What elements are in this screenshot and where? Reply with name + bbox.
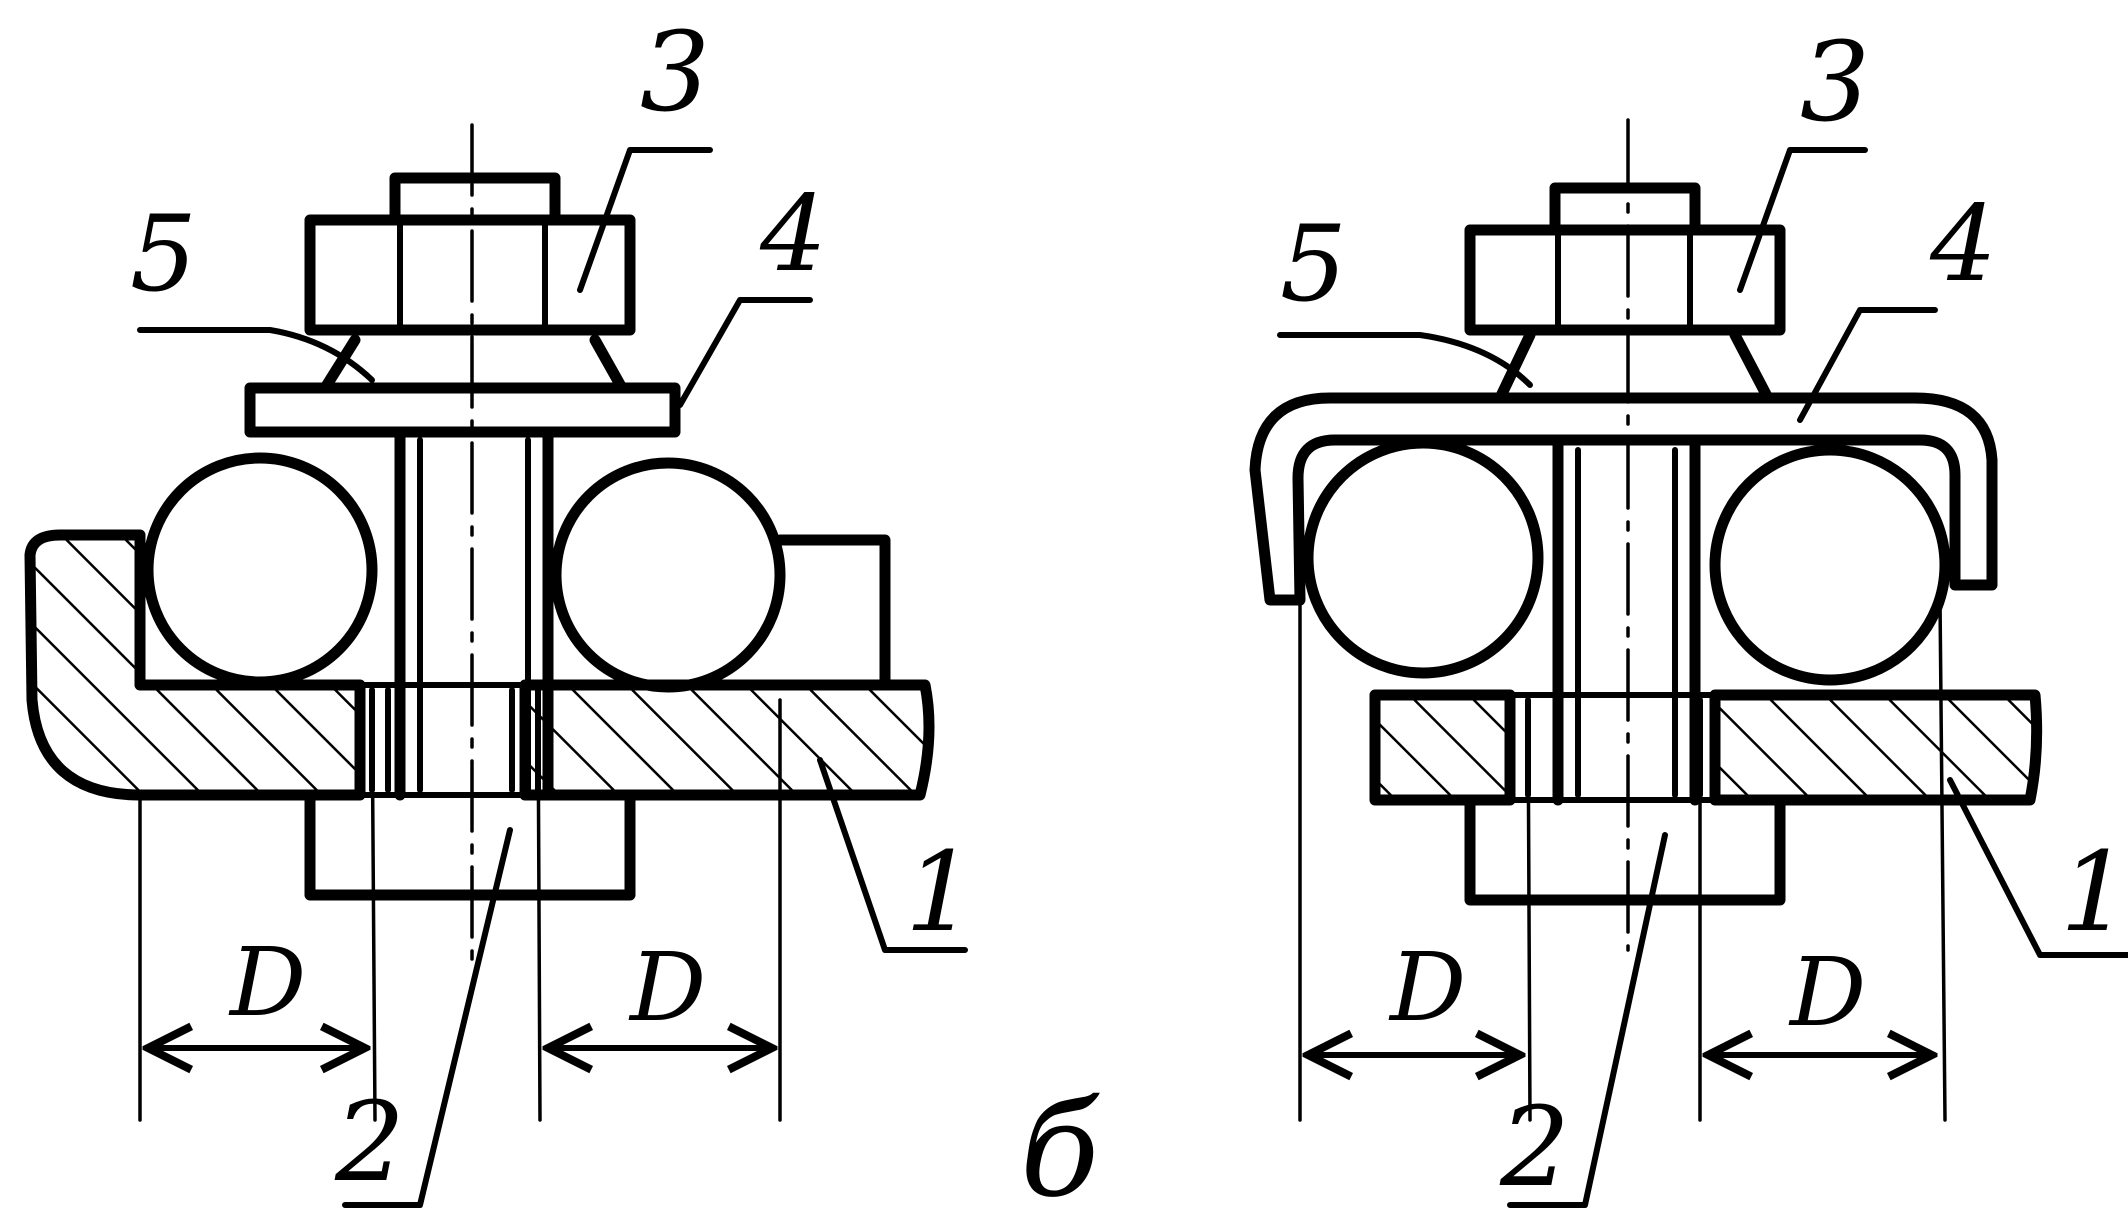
left-bolt-shank bbox=[394, 426, 554, 801]
left-nut bbox=[304, 172, 636, 336]
right-dim-label-2: D bbox=[1788, 938, 1866, 1048]
left-clamp-plate bbox=[244, 382, 681, 438]
left-round-1 bbox=[142, 452, 378, 688]
right-leader-5 bbox=[1277, 332, 1533, 388]
right-leader-4 bbox=[1797, 307, 1938, 423]
left-bolt-head bbox=[304, 789, 636, 901]
left-label-3: 3 bbox=[640, 8, 710, 136]
right-leader-3 bbox=[1737, 147, 1868, 293]
right-nut-faces bbox=[1555, 232, 1693, 328]
right-label-5: 5 bbox=[1280, 203, 1347, 325]
right-dim-label-1: D bbox=[1388, 933, 1466, 1043]
left-leader-4 bbox=[677, 297, 813, 408]
left-leader-3 bbox=[577, 147, 713, 293]
right-washer bbox=[1494, 329, 1774, 404]
right-round-1 bbox=[1302, 437, 1544, 679]
left-leader-1 bbox=[817, 757, 968, 953]
left-base-plate-right bbox=[519, 679, 935, 801]
left-label-4: 4 bbox=[759, 173, 827, 295]
right-bolt-shank bbox=[1552, 434, 1701, 806]
right-label-4: 4 bbox=[1929, 183, 1997, 305]
right-nut bbox=[1464, 182, 1786, 336]
right-bolt-shank-lines bbox=[1575, 447, 1678, 798]
left-round-2 bbox=[550, 457, 786, 693]
right-bolt-slot bbox=[1507, 692, 1718, 803]
left-leader-2 bbox=[342, 827, 513, 1208]
figure-letter: б bbox=[1020, 1074, 1100, 1220]
left-bolt-slot bbox=[357, 682, 541, 798]
left-dim-label-2: D bbox=[628, 933, 706, 1043]
right-u-clamp bbox=[1249, 392, 1998, 606]
left-label-2: 2 bbox=[334, 1078, 405, 1206]
right-leader-2 bbox=[1507, 832, 1668, 1208]
left-washer bbox=[319, 334, 628, 394]
left-base-plate bbox=[24, 529, 366, 801]
left-bolt-shank-lines bbox=[417, 437, 531, 793]
right-label-2: 2 bbox=[1499, 1083, 1570, 1211]
left-leader-5 bbox=[137, 327, 375, 383]
left-label-5: 5 bbox=[130, 193, 197, 315]
right-label-1: 1 bbox=[2060, 828, 2128, 956]
right-leader-1 bbox=[1947, 777, 2128, 958]
left-right-stop bbox=[774, 534, 891, 691]
right-round-2 bbox=[1709, 444, 1951, 686]
left-dim-label-1: D bbox=[228, 928, 306, 1038]
left-assembly: 3 5 4 1 2 D D bbox=[24, 8, 975, 1208]
right-assembly: 3 5 4 1 2 D D bbox=[1249, 18, 2128, 1211]
right-base-plate-right bbox=[1709, 689, 2043, 806]
right-extension-lines bbox=[1298, 598, 1947, 1122]
right-bolt-head bbox=[1464, 794, 1786, 906]
left-extension-lines bbox=[138, 698, 782, 1122]
left-nut-faces bbox=[397, 222, 548, 328]
left-label-1: 1 bbox=[905, 828, 975, 956]
right-base-plate-left bbox=[1369, 689, 1516, 806]
right-label-3: 3 bbox=[1800, 18, 1870, 146]
